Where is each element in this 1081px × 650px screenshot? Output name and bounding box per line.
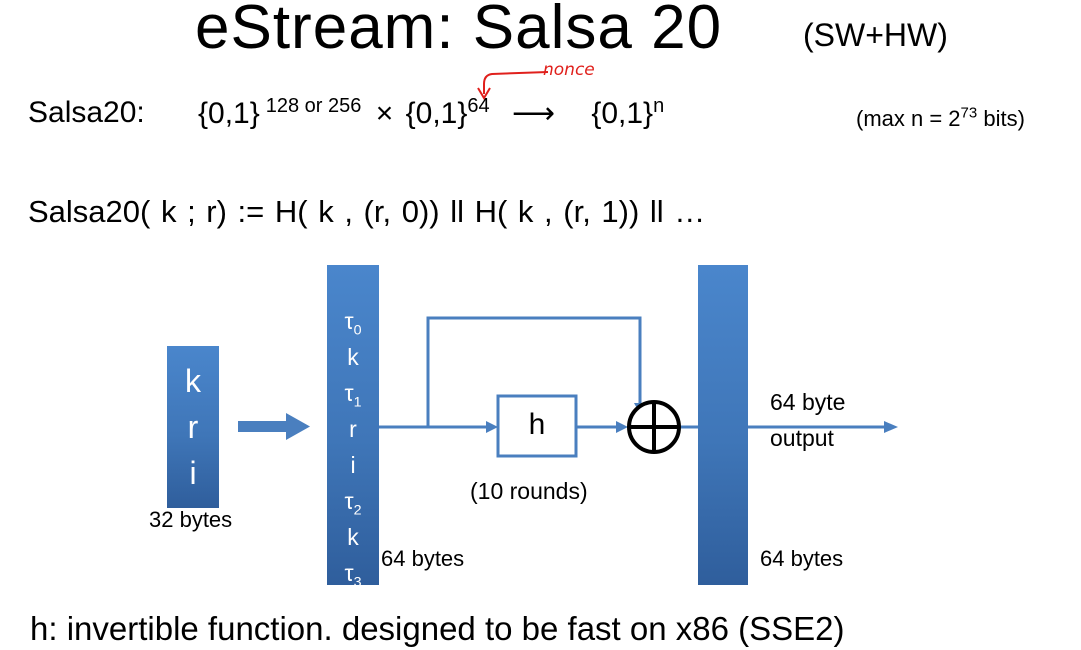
state-tau0: τ0: [344, 308, 362, 339]
feedforward-line: [426, 316, 642, 427]
max-length-suffix: bits): [977, 106, 1025, 131]
output-block-caption: 64 bytes: [760, 546, 844, 571]
times-symbol: ×: [375, 97, 394, 130]
h-function-label: h: [528, 408, 546, 441]
to-h-arrow-head: [486, 421, 498, 433]
max-length-exponent: 73: [960, 104, 978, 122]
definition-label: Salsa20:: [28, 96, 145, 129]
state-tau3: τ3: [344, 560, 362, 591]
state-key-1: k: [347, 344, 359, 370]
input-block-r: r: [187, 409, 199, 445]
state-key-2: k: [347, 524, 359, 550]
page-subtitle: (SW+HW): [803, 17, 948, 53]
page-title: eStream: Salsa 20: [195, 0, 723, 62]
salsa20-formula: Salsa20( k ; r) := H( k , (r, 0)) ll H( …: [28, 194, 706, 229]
input-block-key: k: [185, 363, 201, 399]
output-length-exponent: n: [653, 95, 665, 117]
definition-signature: {0,1}128 or 256 × {0,1}64 ⟶ {0,1}n: [198, 96, 664, 131]
output-block: [698, 265, 748, 585]
max-length-prefix: (max n = 2: [856, 106, 961, 131]
output-label-line2: output: [770, 425, 834, 451]
state-i: i: [350, 452, 356, 478]
output-label-line1: 64 byte: [770, 389, 846, 415]
input-block-caption: 32 bytes: [149, 507, 233, 532]
key-space: {0,1}: [198, 97, 260, 130]
state-tau2: τ2: [344, 488, 362, 519]
state-r: r: [349, 416, 357, 442]
state-tau1: τ1: [344, 380, 362, 411]
state-block: τ0 k τ1 r i τ2 k τ3: [327, 265, 379, 590]
output-arrow-head: [884, 421, 898, 433]
input-arrow-head: [286, 413, 310, 440]
nonce-space: {0,1}: [405, 97, 468, 130]
state-block-caption: 64 bytes: [381, 546, 465, 571]
key-length-exponent: 128 or 256: [265, 95, 362, 117]
nonce-annotation-text: nonce: [543, 60, 595, 80]
nonce-length-exponent: 64: [467, 95, 490, 117]
input-block-i: i: [189, 455, 197, 491]
input-block: k r i: [167, 346, 219, 508]
max-length-note: (max n = 273 bits): [856, 106, 1025, 132]
output-space: {0,1}: [591, 97, 654, 130]
state-block-labels: τ0 k τ1 r i τ2 k τ3: [327, 303, 379, 591]
rounds-caption: (10 rounds): [470, 478, 588, 504]
input-arrow-shaft: [238, 421, 288, 432]
h-function-box: [496, 394, 578, 458]
h-to-xor-arrow-head: [616, 421, 628, 433]
footer-note: h: invertible function. designed to be f…: [30, 610, 845, 647]
input-block-labels: k r i: [167, 358, 219, 496]
nonce-annotation-arrow: [477, 71, 549, 100]
xor-symbol: [627, 400, 681, 454]
maps-to-arrow: ⟶: [511, 97, 555, 130]
